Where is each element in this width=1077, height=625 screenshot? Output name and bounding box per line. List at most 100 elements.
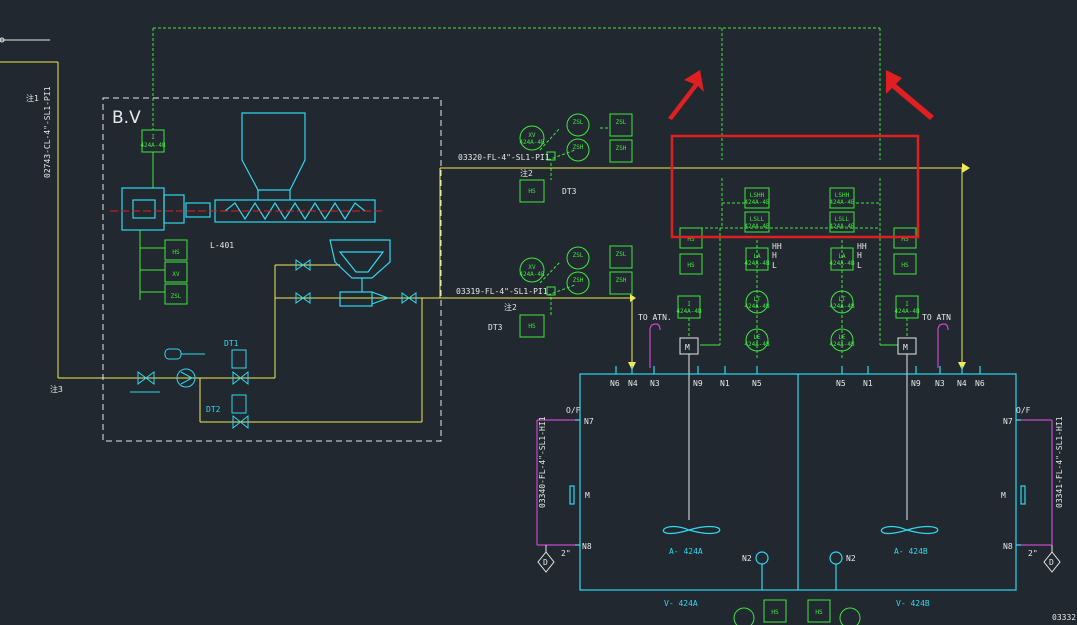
- highlight-box: [670, 134, 920, 239]
- drain-a: D: [543, 558, 548, 567]
- bottom-instruments: HS HS: [733, 599, 861, 625]
- svg-text:424A-4B: 424A-4B: [140, 142, 166, 149]
- svg-text:H: H: [857, 251, 862, 260]
- package-frame: [102, 97, 442, 442]
- signal-lines: [152, 27, 908, 360]
- svg-text:N8: N8: [1003, 542, 1013, 551]
- svg-text:N6: N6: [975, 379, 985, 388]
- svg-text:N7: N7: [1003, 417, 1013, 426]
- svg-text:ZSL: ZSL: [573, 119, 584, 126]
- svg-text:N7: N7: [584, 417, 594, 426]
- mid-feed-line: 03319-FL-4"-SL1-PI1: [456, 287, 548, 296]
- svg-text:O/F: O/F: [566, 406, 581, 415]
- package-instruments: I 424A-4B HS XV ZSL: [139, 129, 188, 305]
- svg-text:ZSL: ZSL: [573, 252, 584, 259]
- svg-text:424A-4B: 424A-4B: [829, 223, 855, 230]
- svg-text:424A-4B: 424A-4B: [744, 303, 770, 310]
- svg-text:424A-4B: 424A-4B: [894, 308, 920, 315]
- svg-text:2": 2": [561, 549, 571, 558]
- note2b: 注2: [504, 302, 517, 312]
- svg-text:N4: N4: [957, 379, 967, 388]
- svg-text:424A-4B: 424A-4B: [519, 139, 545, 146]
- svg-text:LE: LE: [838, 334, 846, 341]
- to-atn-right: TO ATN: [922, 313, 951, 322]
- dt2-tag: DT2: [206, 405, 221, 414]
- svg-text:ZSH: ZSH: [616, 145, 627, 152]
- svg-text:HH: HH: [772, 242, 782, 251]
- svg-text:HS: HS: [172, 249, 180, 256]
- agitator-a-tag: A- 424A: [669, 547, 703, 556]
- svg-text:XV: XV: [172, 271, 180, 278]
- highlight-arrows: [668, 70, 934, 120]
- svg-text:L: L: [857, 261, 862, 270]
- svg-text:N5: N5: [752, 379, 762, 388]
- svg-text:LA: LA: [838, 253, 846, 260]
- svg-text:H: H: [772, 251, 777, 260]
- right-overflow-line: 03341-FL-4"-SL1-HI1: [1055, 416, 1064, 508]
- svg-text:HH: HH: [857, 242, 867, 251]
- left-vertical-line: 02743-CL-4"-SL1-PI1: [43, 86, 52, 178]
- svg-text:N3: N3: [650, 379, 660, 388]
- svg-text:HS: HS: [815, 609, 823, 616]
- svg-text:N8: N8: [582, 542, 592, 551]
- svg-text:ZSL: ZSL: [616, 119, 627, 126]
- svg-text:N3: N3: [935, 379, 945, 388]
- valves: [130, 259, 417, 430]
- note2a: 注2: [520, 168, 533, 178]
- tank-a-tag: V- 424A: [664, 599, 698, 608]
- feed-instruments-mid: XV 424A-4B ZSL ZSH ZSL ZSH HS: [519, 245, 633, 338]
- svg-text:ZSH: ZSH: [616, 277, 627, 284]
- svg-text:N2: N2: [846, 554, 856, 563]
- right-edge-line: 03332: [1052, 613, 1076, 622]
- svg-text:LSLL: LSLL: [750, 216, 765, 223]
- svg-text:LA: LA: [753, 253, 761, 260]
- svg-text:XV: XV: [528, 264, 536, 271]
- top-feed-line: 03320-FL-4"-SL1-PI1: [458, 153, 550, 162]
- utility-lines: [536, 323, 1053, 546]
- svg-text:424A-4B: 424A-4B: [744, 199, 770, 206]
- tank-instruments: LSHH 424A-4B LSLL 424A-4B LSHH 424A-4B L…: [676, 187, 920, 352]
- svg-text:XV: XV: [528, 132, 536, 139]
- drains: [537, 545, 1061, 573]
- svg-text:424A-4B: 424A-4B: [744, 260, 770, 267]
- svg-text:LT: LT: [753, 296, 761, 303]
- svg-text:HS: HS: [771, 609, 779, 616]
- svg-text:ZSH: ZSH: [573, 144, 584, 151]
- package-label: B.V: [112, 108, 141, 128]
- svg-text:N1: N1: [720, 379, 730, 388]
- svg-text:I: I: [687, 301, 691, 308]
- svg-text:LSHH: LSHH: [750, 192, 765, 199]
- svg-text:I: I: [151, 134, 155, 141]
- tank-b-tag: V- 424B: [896, 599, 930, 608]
- svg-text:LE: LE: [753, 334, 761, 341]
- alarm-labels: HH H L HH H L: [772, 242, 867, 270]
- nozzle-labels: N6 N4 N3 N9 N1 N5 N5 N1 N9 N3 N4 N6 N7 N…: [561, 379, 1038, 563]
- svg-text:M: M: [1001, 491, 1006, 500]
- svg-text:N9: N9: [693, 379, 703, 388]
- svg-text:424A-4B: 424A-4B: [744, 223, 770, 230]
- svg-text:N1: N1: [863, 379, 873, 388]
- svg-text:N6: N6: [610, 379, 620, 388]
- motor-a: M: [685, 343, 690, 352]
- top-left-lines: [0, 37, 50, 43]
- svg-text:LT: LT: [838, 296, 846, 303]
- motors: [679, 337, 917, 520]
- agitator-b-tag: A- 424B: [894, 547, 928, 556]
- feeder-tag: L-401: [210, 241, 234, 250]
- svg-text:HS: HS: [528, 188, 536, 195]
- svg-text:ZSL: ZSL: [616, 251, 627, 258]
- small-hopper: [329, 239, 391, 307]
- svg-text:N5: N5: [836, 379, 846, 388]
- left-overflow-line: 03340-FL-4"-SL1-HI1: [538, 416, 547, 508]
- svg-text:LSHH: LSHH: [835, 192, 850, 199]
- svg-text:LSLL: LSLL: [835, 216, 850, 223]
- svg-text:N2: N2: [742, 554, 752, 563]
- svg-text:HS: HS: [528, 323, 536, 330]
- svg-text:HS: HS: [687, 236, 695, 243]
- svg-text:424A-4B: 424A-4B: [829, 199, 855, 206]
- tanks: [569, 366, 1026, 591]
- screw-feeder: [121, 112, 376, 231]
- svg-text:424A-4B: 424A-4B: [519, 271, 545, 278]
- to-atn-left: TO ATN.: [638, 313, 672, 322]
